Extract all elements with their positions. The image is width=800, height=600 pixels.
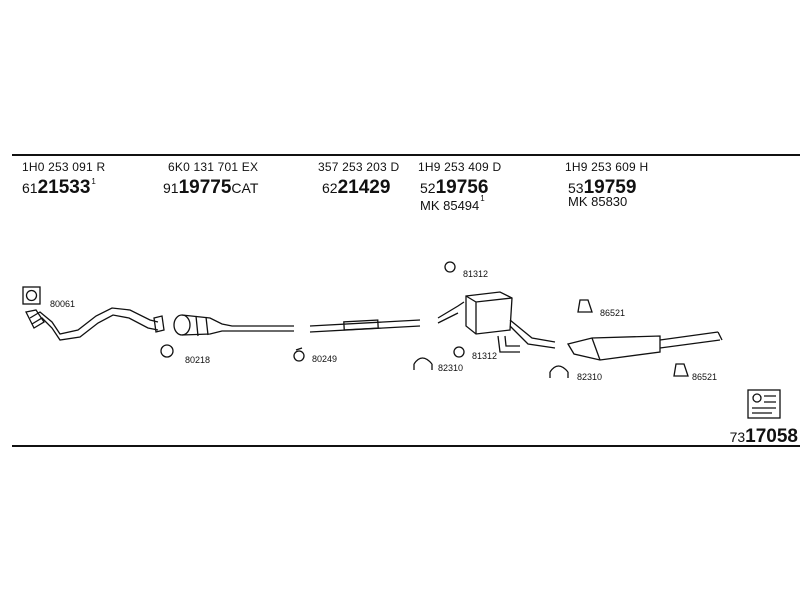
accessory-80249-label: 80249 (312, 354, 338, 364)
part-5-article-number: 5319759 (568, 177, 637, 198)
rear-silencer-drawing (549, 299, 723, 378)
part-1-oe-number: 1H0 253 091 R (22, 160, 106, 174)
part-5-oe-number: 1H9 253 609 H (565, 160, 649, 174)
front-pipe-drawing (22, 286, 165, 341)
clamp-82310-mid-drawing (413, 357, 433, 370)
accessory-81312-mid-label: 81312 (472, 351, 498, 361)
accessory-82310-mid-label: 82310 (438, 363, 464, 373)
part-4-oe-number: 1H9 253 409 D (418, 160, 502, 174)
accessory-80218-label: 80218 (185, 355, 211, 365)
accessory-82310-right-label: 82310 (577, 372, 603, 382)
clamp-82310-right-drawing (549, 365, 569, 378)
bottom-rule (12, 445, 800, 447)
rubber-mount-86521-bot-drawing (673, 363, 689, 377)
part-1-article-number: 61215331 (22, 177, 96, 198)
kit-symbol-icon (747, 389, 781, 419)
rubber-mount-81312-mid-drawing (453, 346, 465, 358)
accessory-81312-top-label: 81312 (463, 269, 489, 279)
centre-silencer-drawing (413, 261, 556, 370)
accessory-86521-top-label: 86521 (600, 308, 626, 318)
clamp-80249-drawing (293, 350, 305, 362)
part-3-oe-number: 357 253 203 D (318, 160, 400, 174)
accessory-86521-bot-label: 86521 (692, 372, 718, 382)
part-5-mk-number: MK 85830 (568, 194, 628, 209)
rubber-mount-81312-top-drawing (444, 261, 456, 273)
rubber-mount-86521-top-drawing (577, 299, 593, 313)
gasket-80218-drawing (160, 344, 174, 358)
gasket-80061-drawing (22, 286, 41, 305)
part-3-article-number: 6221429 (322, 177, 391, 198)
part-4-mk-number: MK 854941 (420, 194, 485, 213)
part-2-oe-number: 6K0 131 701 EX (168, 160, 259, 174)
part-2-article-number: 9119775CAT (163, 177, 259, 198)
part-4-article-number: 5219756 (420, 177, 489, 198)
top-rule (12, 154, 800, 156)
kit-total-number: 7317058 (729, 426, 798, 447)
middle-pipe-drawing (293, 319, 421, 362)
catalytic-converter-drawing (160, 314, 294, 358)
accessory-80061-label: 80061 (50, 299, 76, 309)
